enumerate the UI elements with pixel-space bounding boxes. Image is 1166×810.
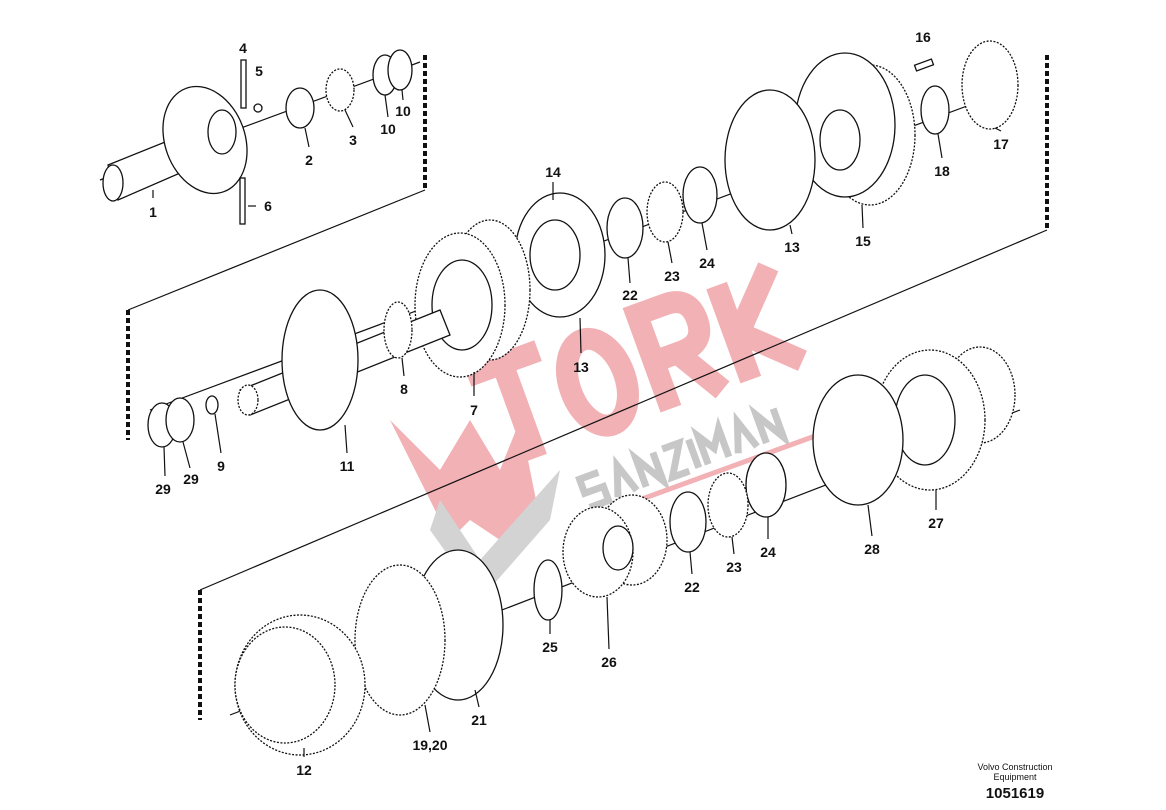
callout-21: 21 [471, 712, 487, 728]
part-shaft-flange [102, 85, 248, 202]
part-pin-6 [239, 177, 246, 225]
part-clutch-plates-19-20 [354, 564, 446, 716]
title-block: Volvo Construction Equipment 1051619 [960, 762, 1070, 802]
callout-25: 25 [542, 639, 558, 655]
callout-labels: 4 5 6 1 2 3 10 10 16 17 18 15 13 14 22 2… [149, 29, 1009, 778]
callout-12: 12 [296, 762, 312, 778]
callout-3: 3 [349, 132, 357, 148]
part-bearing-race-22 [606, 197, 644, 259]
part-ring-gear-12 [234, 614, 366, 756]
callout-10: 10 [380, 121, 396, 137]
callout-28: 28 [864, 541, 880, 557]
part-washer-24 [682, 166, 718, 224]
connector-line [127, 189, 426, 311]
callout-16: 16 [915, 29, 931, 45]
callout-27: 27 [928, 515, 944, 531]
part-ring-9 [205, 395, 219, 415]
callout-6: 6 [264, 198, 272, 214]
callout-2: 2 [305, 152, 313, 168]
part-planet-carrier-7 [237, 219, 531, 416]
callout-14: 14 [545, 164, 561, 180]
leader-lines [152, 89, 1002, 757]
company-name: Volvo Construction Equipment [977, 762, 1053, 782]
callout-8: 8 [400, 381, 408, 397]
callout-19-20: 19,20 [412, 737, 447, 753]
part-thrust-bearing-23 [646, 181, 684, 243]
callout-26: 26 [601, 654, 617, 670]
callout-24: 24 [699, 255, 715, 271]
part-bearing-race-22 [669, 491, 707, 553]
part-needle-bearing-8 [383, 301, 413, 359]
part-snap-ring-11 [281, 289, 359, 431]
part-thrust-bearing-17 [961, 40, 1019, 130]
callout-29: 29 [155, 481, 171, 497]
callout-15: 15 [855, 233, 871, 249]
part-ring-29 [165, 397, 195, 443]
connector-line [199, 229, 1048, 591]
part-washer-24 [745, 452, 787, 518]
part-ring-18 [920, 85, 950, 135]
callout-17: 17 [993, 136, 1009, 152]
callout-13: 13 [784, 239, 800, 255]
callout-5: 5 [255, 63, 263, 79]
part-gear-hub-26 [562, 494, 668, 598]
part-seal-ring-13 [724, 89, 816, 231]
callout-9: 9 [217, 458, 225, 474]
part-clutch-drum-15 [794, 52, 916, 206]
callout-18: 18 [934, 163, 950, 179]
callout-10: 10 [395, 103, 411, 119]
part-seal-ring-28 [812, 374, 904, 506]
part-pin-4 [240, 59, 247, 109]
drawing-number: 1051619 [985, 785, 1045, 802]
callout-11: 11 [340, 458, 355, 474]
part-ball-5 [253, 103, 263, 113]
callout-23: 23 [664, 268, 680, 284]
part-needle-bearing-3 [325, 68, 355, 112]
part-snap-ring-10 [387, 49, 413, 91]
part-piston-14-inner [529, 219, 581, 291]
callout-23: 23 [726, 559, 742, 575]
part-snap-ring-25 [533, 559, 563, 621]
callout-24: 24 [760, 544, 776, 560]
callout-1: 1 [149, 204, 157, 220]
callout-4: 4 [239, 40, 247, 56]
callout-22: 22 [684, 579, 700, 595]
part-thrust-bearing-23 [707, 472, 749, 538]
part-bushing-2 [285, 87, 315, 129]
part-plug-16 [913, 58, 935, 72]
callout-22: 22 [622, 287, 638, 303]
callout-13: 13 [573, 359, 589, 375]
callout-29: 29 [183, 471, 199, 487]
callout-7: 7 [470, 402, 478, 418]
